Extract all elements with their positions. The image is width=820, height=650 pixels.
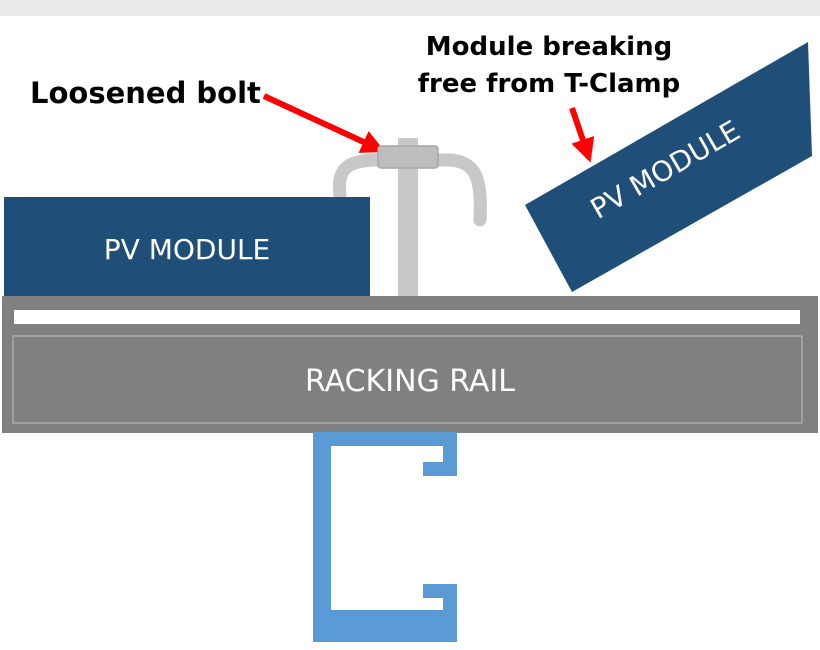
- racking-rail-label: RACKING RAIL: [305, 364, 515, 399]
- pv-module-left: [4, 197, 370, 297]
- breaking-free-label-line2: free from T-Clamp: [418, 69, 681, 99]
- c-channel-icon: [313, 432, 457, 642]
- loosened-bolt-arrow: [262, 93, 386, 153]
- bolt-head: [377, 145, 439, 169]
- rail-slot: [14, 310, 800, 324]
- pv-module-left-label: PV MODULE: [104, 233, 270, 266]
- loosened-bolt-label: Loosened bolt: [30, 76, 261, 110]
- t-clamp-stem: [398, 155, 418, 307]
- breaking-free-label-line1: Module breaking: [426, 32, 672, 62]
- t-clamp-arms: [332, 153, 487, 227]
- racking-rail: RACKING RAIL: [2, 296, 818, 433]
- rail-inner-outline: [12, 335, 803, 424]
- pv-module-right-panel: [525, 42, 812, 292]
- breaking-free-arrow: [569, 107, 595, 163]
- bolt-icon: [377, 138, 439, 169]
